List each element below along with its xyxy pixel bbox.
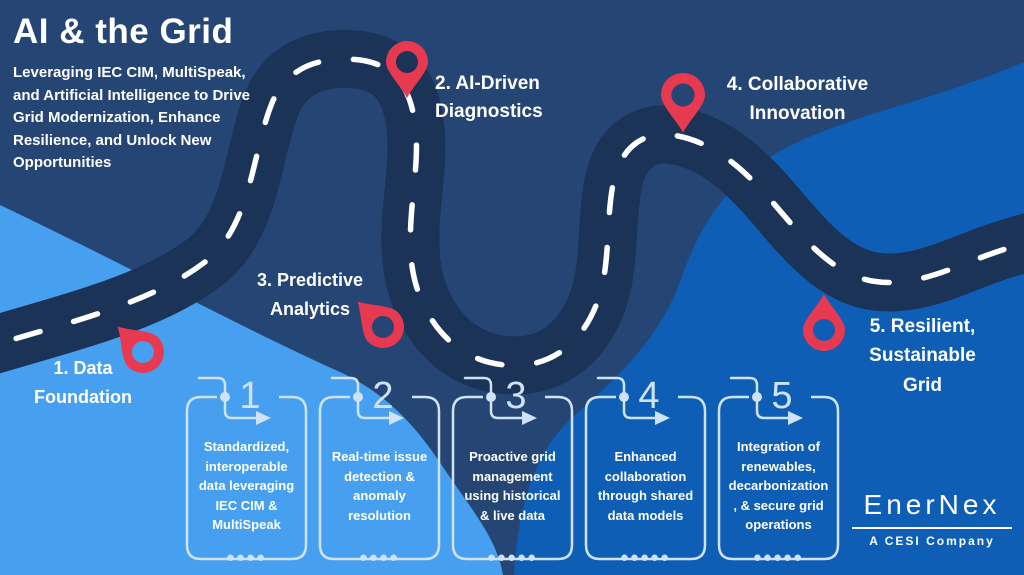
step-number: 2 (372, 375, 394, 417)
progress-dots: ●●●● (358, 549, 400, 566)
page-title: AI & the Grid (13, 12, 234, 51)
wave-shape (514, 62, 1024, 575)
step-number: 5 (771, 375, 793, 417)
step-number: 1 (239, 375, 261, 417)
step-card-frame (584, 376, 707, 561)
step-card-5: 5 Integration of renewables, decarboniza… (711, 372, 845, 566)
connector-dot (486, 392, 496, 402)
step-card-1: 1 Standardized, interoperable data lever… (179, 372, 313, 566)
milestone-label-2: 2. AI-Driven Diagnostics (435, 73, 543, 122)
connector-dot (220, 392, 230, 402)
logo-wordmark: EnerNex (863, 489, 1001, 520)
step-text: Standardized, interoperable data leverag… (198, 439, 295, 533)
step-card-frame (185, 376, 308, 561)
arrow-right-icon (522, 411, 537, 425)
milestone-label-3: 3. Predictive Analytics (256, 270, 364, 319)
company-logo: EnerNex A CESI Company (852, 489, 1012, 548)
logo-tagline: A CESI Company (869, 534, 995, 548)
progress-dots: ●●●● (225, 549, 267, 566)
step-text: Real-time issue detection & anomaly reso… (331, 449, 428, 523)
step-card-frame (451, 376, 574, 561)
arrow-right-icon (655, 411, 670, 425)
arrow-right-icon (788, 411, 803, 425)
milestone-label-5: 5. Resilient, Sustainable Grid (869, 316, 976, 396)
step-card-3: 3 Proactive grid management using histor… (445, 372, 579, 566)
logo-divider (852, 527, 1012, 529)
progress-dots: ●●●●● (752, 549, 804, 566)
step-number: 3 (505, 375, 527, 417)
title-block: AI & the Grid Leveraging IEC CIM, MultiS… (13, 12, 343, 175)
progress-dots: ●●●●● (619, 549, 671, 566)
milestone-label-4: 4. Collaborative Innovation (726, 74, 869, 125)
arrow-right-icon (389, 411, 404, 425)
step-text: Enhanced collaboration through shared da… (597, 449, 694, 523)
step-card-2: 2 Real-time issue detection & anomaly re… (312, 372, 446, 566)
road-center-dashes (0, 56, 1024, 369)
connector-dot (619, 392, 629, 402)
step-card-4: 4 Enhanced collaboration through shared … (578, 372, 712, 566)
milestone-label-1: 1. Data Foundation (34, 358, 132, 407)
page-subtitle: Leveraging IEC CIM, MultiSpeak, and Arti… (13, 64, 250, 171)
connector-dot (353, 392, 363, 402)
step-card-frame (318, 376, 441, 561)
step-number: 4 (638, 375, 660, 417)
progress-dots: ●●●●● (486, 549, 538, 566)
step-text: Proactive grid management using historic… (464, 449, 561, 523)
arrow-right-icon (256, 411, 271, 425)
step-card-frame (717, 376, 840, 561)
step-text: Integration of renewables, decarbonizati… (728, 439, 829, 533)
connector-dot (752, 392, 762, 402)
